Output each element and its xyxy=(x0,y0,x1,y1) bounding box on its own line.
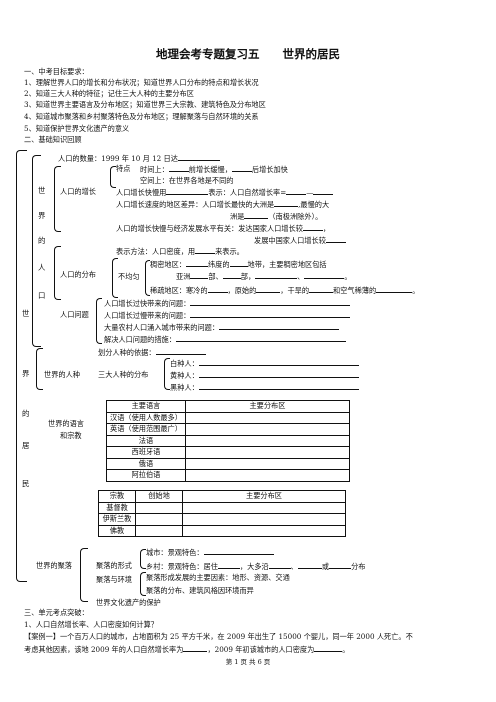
sparse-line: 稀疏地区：寒冷的，原始的，干旱的和空气稀薄的。 xyxy=(150,286,420,295)
section-2-heading: 二、基础知识回顾 xyxy=(24,135,82,144)
goal-5: 5、知道保护世界文化遗产的意义 xyxy=(24,124,130,133)
form-brace xyxy=(140,549,146,569)
rate-line: 人口增长快慢用表示：人口自然增长率=— xyxy=(116,187,334,197)
side-char: 界 xyxy=(22,369,30,378)
problem-2: 人口增长过慢带来的问题： xyxy=(104,310,351,320)
goal-2: 2、知道三大人种的特征；记住三大人种的主要分布区 xyxy=(24,89,194,98)
rel-cell: 伊斯兰教 xyxy=(98,513,136,526)
population-brace xyxy=(32,155,41,347)
lang-cell: 阿拉伯语 xyxy=(106,469,186,482)
section-3-heading: 三、单元考点突破： xyxy=(24,608,89,617)
rel-header: 创始地 xyxy=(135,490,183,503)
rel-cell: 基督教 xyxy=(98,501,136,514)
problem-4: 解决人口问题的措施： xyxy=(104,334,346,344)
rel-header: 宗教 xyxy=(98,490,136,503)
problem-brace xyxy=(96,298,102,344)
pop-number: 人口的数量：1999 年 10 月 12 日达 xyxy=(58,153,220,163)
settle-label: 世界的聚落 xyxy=(36,561,72,570)
lang-cell: 英语（使用范围最广） xyxy=(106,423,186,436)
side-char: 的 xyxy=(38,236,46,245)
problem-3: 大量农村人口涌入城市带来的问题： xyxy=(104,322,340,332)
problem-label: 人口问题 xyxy=(60,310,89,319)
side-char: 民 xyxy=(22,479,30,488)
religion-table: 宗教创始地主要分布区 基督教 伊斯兰教 佛教 xyxy=(98,490,346,537)
three-races-label: 三大人种的分布 xyxy=(98,370,149,379)
lang-cell: 汉语（使用人数最多） xyxy=(106,411,186,424)
uneven-label: 不均匀 xyxy=(118,272,140,281)
uneven-brace xyxy=(112,258,118,298)
page-footer: 第 1 页 共 6 页 xyxy=(225,658,271,666)
growth-brace xyxy=(54,166,61,232)
side-char: 口 xyxy=(38,291,46,300)
rel-header: 主要分布区 xyxy=(182,490,346,503)
dense-line: 稠密地区：纬度的地带，主要稠密地区包括 xyxy=(150,260,327,269)
side-char: 的 xyxy=(22,409,30,418)
method-line: 表示方法：人口密度，用来表示。 xyxy=(116,247,244,256)
density-brace xyxy=(145,260,150,296)
env-label: 聚落与环境 xyxy=(96,575,132,584)
lang-header: 主要语言 xyxy=(106,400,186,413)
settle-brace xyxy=(80,548,88,602)
feature-brace xyxy=(110,166,116,188)
lang-cell: 法语 xyxy=(106,434,186,447)
fast-line-2: 洲是（南极洲除外）。 xyxy=(230,212,323,221)
problem-1: 人口增长过快带来的问题： xyxy=(104,298,351,308)
econ-line-2: 发展中国家人口增长较 xyxy=(254,235,346,245)
goal-3: 3、知道世界主要语言及分布地区；知道世界三大宗教、建筑特色及分布地区 xyxy=(24,100,266,109)
fast-line: 人口增长速度的地区差异：人口增长最快的大洲是,最慢的大 xyxy=(116,200,330,209)
goal-1: 1、理解世界人口的增长和分布状况；知道世界人口分布的特点和增长状况 xyxy=(24,78,259,87)
case-1-line-2: 考虑其他因素，该地 2009 年的人口自然增长率为，2009 年初该城市的人口密… xyxy=(24,645,350,654)
race-label: 世界的人种 xyxy=(44,370,80,379)
dist-brace xyxy=(54,246,61,300)
dense-line-2: 亚洲部、部，、。 xyxy=(176,272,352,281)
econ-line: 人口的增长快慢与经济发展水平有关：发达国家人口增长较， xyxy=(116,224,331,233)
race-basis: 划分人种的依据： xyxy=(98,347,206,357)
point-1: 1、人口自然增长率、人口密度如何计算？ xyxy=(24,620,158,629)
race-brace xyxy=(36,348,43,390)
case-1-line-1: 【案例一】一个百万人口的城市，占地面积为 25 平方千米，在 2009 年出生了… xyxy=(24,632,413,641)
env-brace xyxy=(140,572,146,596)
env-1: 聚落形成发展的主要因素：地形、资源、交通 xyxy=(146,573,290,582)
lang-label-2: 和宗教 xyxy=(60,431,82,440)
page-title: 地理会考专题复习五 世界的居民 xyxy=(156,47,340,61)
feature-label: 特点 xyxy=(116,164,131,173)
side-char: 居 xyxy=(22,441,30,450)
side-char: 界 xyxy=(38,211,46,220)
side-char: 人 xyxy=(38,263,46,272)
village-line: 乡村：景观特色：居住，大多沿、或分布 xyxy=(146,562,366,571)
city-line: 城市：景观特色： xyxy=(146,547,274,557)
side-char: 世 xyxy=(22,309,30,318)
black-race: 黑种人： xyxy=(170,382,359,392)
section-1-heading: 一、中考目标要求： xyxy=(24,67,89,76)
three-races-brace xyxy=(164,358,170,390)
lang-cell: 西班牙语 xyxy=(106,446,186,459)
env-2: 聚落的分布、建筑风格因环境而异 xyxy=(146,586,254,595)
lang-cell: 俄语 xyxy=(106,457,186,470)
heritage-label: 世界文化遗产的保护 xyxy=(96,598,161,607)
rel-cell: 佛教 xyxy=(98,524,136,537)
space-line: 空间上：在世界各地是不同的 xyxy=(140,176,234,185)
side-char: 世 xyxy=(38,186,46,195)
dist-label: 人口的分布 xyxy=(60,270,96,279)
goal-4: 4、知道城市聚落和乡村聚落特色及分布地区；理解聚落与自然环境的关系 xyxy=(24,112,259,121)
language-table: 主要语言主要分布区 汉语（使用人数最多） 英语（使用范围最广） 法语 西班牙语 … xyxy=(106,400,351,482)
growth-label: 人口的增长 xyxy=(60,187,96,196)
time-line: 时间上：前增长缓慢，后增长加快 xyxy=(140,165,288,174)
white-race: 白种人： xyxy=(170,358,359,368)
lang-header: 主要分布区 xyxy=(184,400,351,413)
lang-label-1: 世界的语言 xyxy=(48,419,84,428)
outer-brace xyxy=(16,150,27,582)
yellow-race: 黄种人： xyxy=(170,370,359,380)
form-label: 聚落的形式 xyxy=(96,561,132,570)
